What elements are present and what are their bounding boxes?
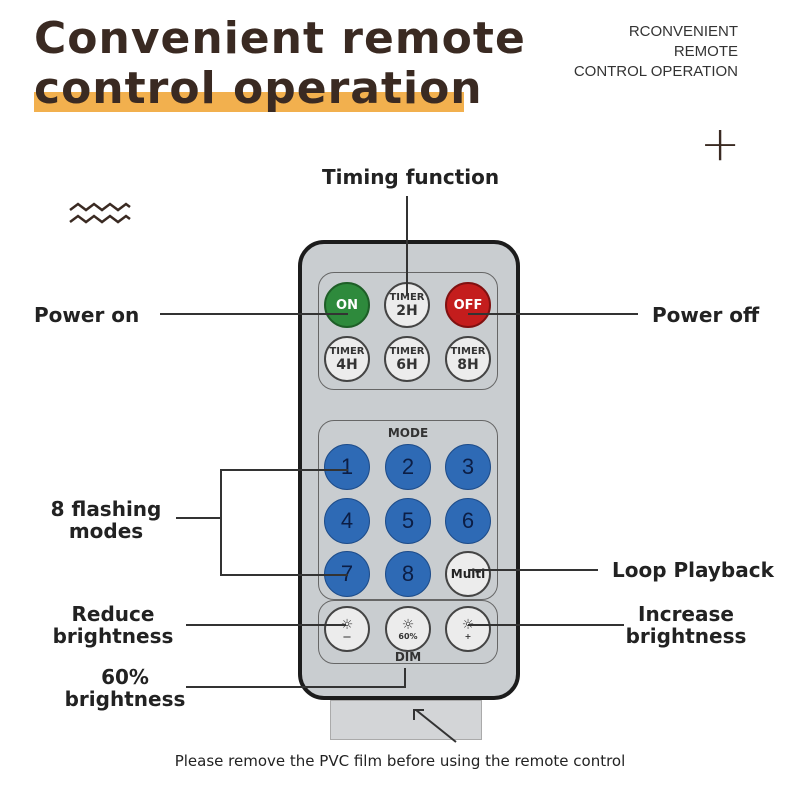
- modes-callout-line: [176, 517, 220, 519]
- reduce-line-2: brightness: [52, 624, 174, 648]
- timer-8h-button[interactable]: TIMER 8H: [445, 336, 491, 382]
- modes-bracket-line: [220, 469, 222, 575]
- mode-8-button[interactable]: 8: [385, 551, 431, 597]
- mode-7-button[interactable]: 7: [324, 551, 370, 597]
- mode-4-button[interactable]: 4: [324, 498, 370, 544]
- reduce-line-1: Reduce: [71, 602, 155, 626]
- timer-8h-label: 8H: [457, 356, 479, 373]
- power-on-callout-line: [160, 313, 348, 315]
- increase-line-1: Increase: [638, 602, 734, 626]
- subtitle-line-2: REMOTE: [673, 43, 738, 60]
- timer-panel: [318, 272, 498, 390]
- sixty-line-1: 60%: [101, 665, 149, 689]
- film-arrow: [413, 709, 457, 743]
- subtitle: RCONVENIENT REMOTE CONTROL OPERATION: [518, 22, 738, 82]
- flashing-modes-label: 8 flashing modes: [42, 498, 170, 542]
- loop-callout-line: [468, 569, 598, 571]
- page-title-line-2: control operation: [34, 63, 483, 114]
- dim-panel: [318, 600, 498, 664]
- flashing-line-2: modes: [68, 519, 144, 543]
- timing-callout-line: [406, 196, 408, 296]
- zigzag-icon: [69, 202, 131, 224]
- timer-4h-button[interactable]: TIMER 4H: [324, 336, 370, 382]
- sixty-callout-stem: [404, 668, 406, 688]
- timer-4h-label: 4H: [336, 356, 358, 373]
- timer-word: TIMER: [389, 291, 425, 303]
- sixty-percent-button[interactable]: ☼ 60%: [385, 606, 431, 652]
- modes-bracket-bottom: [220, 574, 348, 576]
- page-title-line-1: Convenient remote: [34, 13, 526, 64]
- timer-word: TIMER: [450, 345, 486, 357]
- timer-6h-button[interactable]: TIMER 6H: [384, 336, 430, 382]
- timing-label: Timing function: [322, 165, 500, 189]
- mode-5-button[interactable]: 5: [385, 498, 431, 544]
- plus-icon: +: [700, 116, 741, 172]
- sixty-line-2: brightness: [64, 687, 186, 711]
- increase-line-2: brightness: [625, 624, 747, 648]
- increase-brightness-button[interactable]: ☼ +: [445, 606, 491, 652]
- increase-brightness-label: Increase brightness: [618, 603, 754, 647]
- reduce-brightness-label: Reduce brightness: [38, 603, 188, 647]
- power-on-button[interactable]: ON: [324, 282, 370, 328]
- timer-word: TIMER: [329, 345, 365, 357]
- multi-button[interactable]: Multi: [445, 551, 491, 597]
- power-off-button[interactable]: OFF: [445, 282, 491, 328]
- reduce-brightness-button[interactable]: ☼ —: [324, 606, 370, 652]
- mode-label: MODE: [387, 426, 429, 440]
- sun-icon: ☼: [401, 616, 415, 633]
- plus-label: +: [464, 631, 472, 641]
- sixty-callout-line: [186, 686, 406, 688]
- modes-bracket-top: [220, 469, 348, 471]
- loop-playback-label: Loop Playback: [612, 558, 774, 582]
- power-off-callout-line: [468, 313, 638, 315]
- timer-word: TIMER: [389, 345, 425, 357]
- mode-1-button[interactable]: 1: [324, 444, 370, 490]
- increase-callout-line: [468, 624, 624, 626]
- title-highlight-bar: [34, 92, 464, 112]
- timer-2h-label: 2H: [396, 302, 418, 319]
- power-on-label: Power on: [34, 303, 140, 327]
- flashing-line-1: 8 flashing: [50, 497, 162, 521]
- subtitle-line-1: RCONVENIENT: [628, 23, 738, 40]
- timer-6h-label: 6H: [396, 356, 418, 373]
- subtitle-line-3: CONTROL OPERATION: [573, 63, 738, 80]
- sixty-label: 60%: [398, 631, 418, 641]
- minus-label: —: [343, 631, 351, 641]
- mode-3-button[interactable]: 3: [445, 444, 491, 490]
- sixty-brightness-label: 60% brightness: [60, 666, 190, 710]
- sun-icon: ☼: [340, 616, 354, 633]
- dim-label: DIM: [394, 650, 422, 664]
- power-off-label: Power off: [652, 303, 760, 327]
- mode-panel: [318, 420, 498, 600]
- pvc-film: [330, 700, 482, 740]
- footer-note: Please remove the PVC film before using …: [174, 752, 626, 770]
- mode-6-button[interactable]: 6: [445, 498, 491, 544]
- mode-2-button[interactable]: 2: [385, 444, 431, 490]
- reduce-callout-line: [186, 624, 346, 626]
